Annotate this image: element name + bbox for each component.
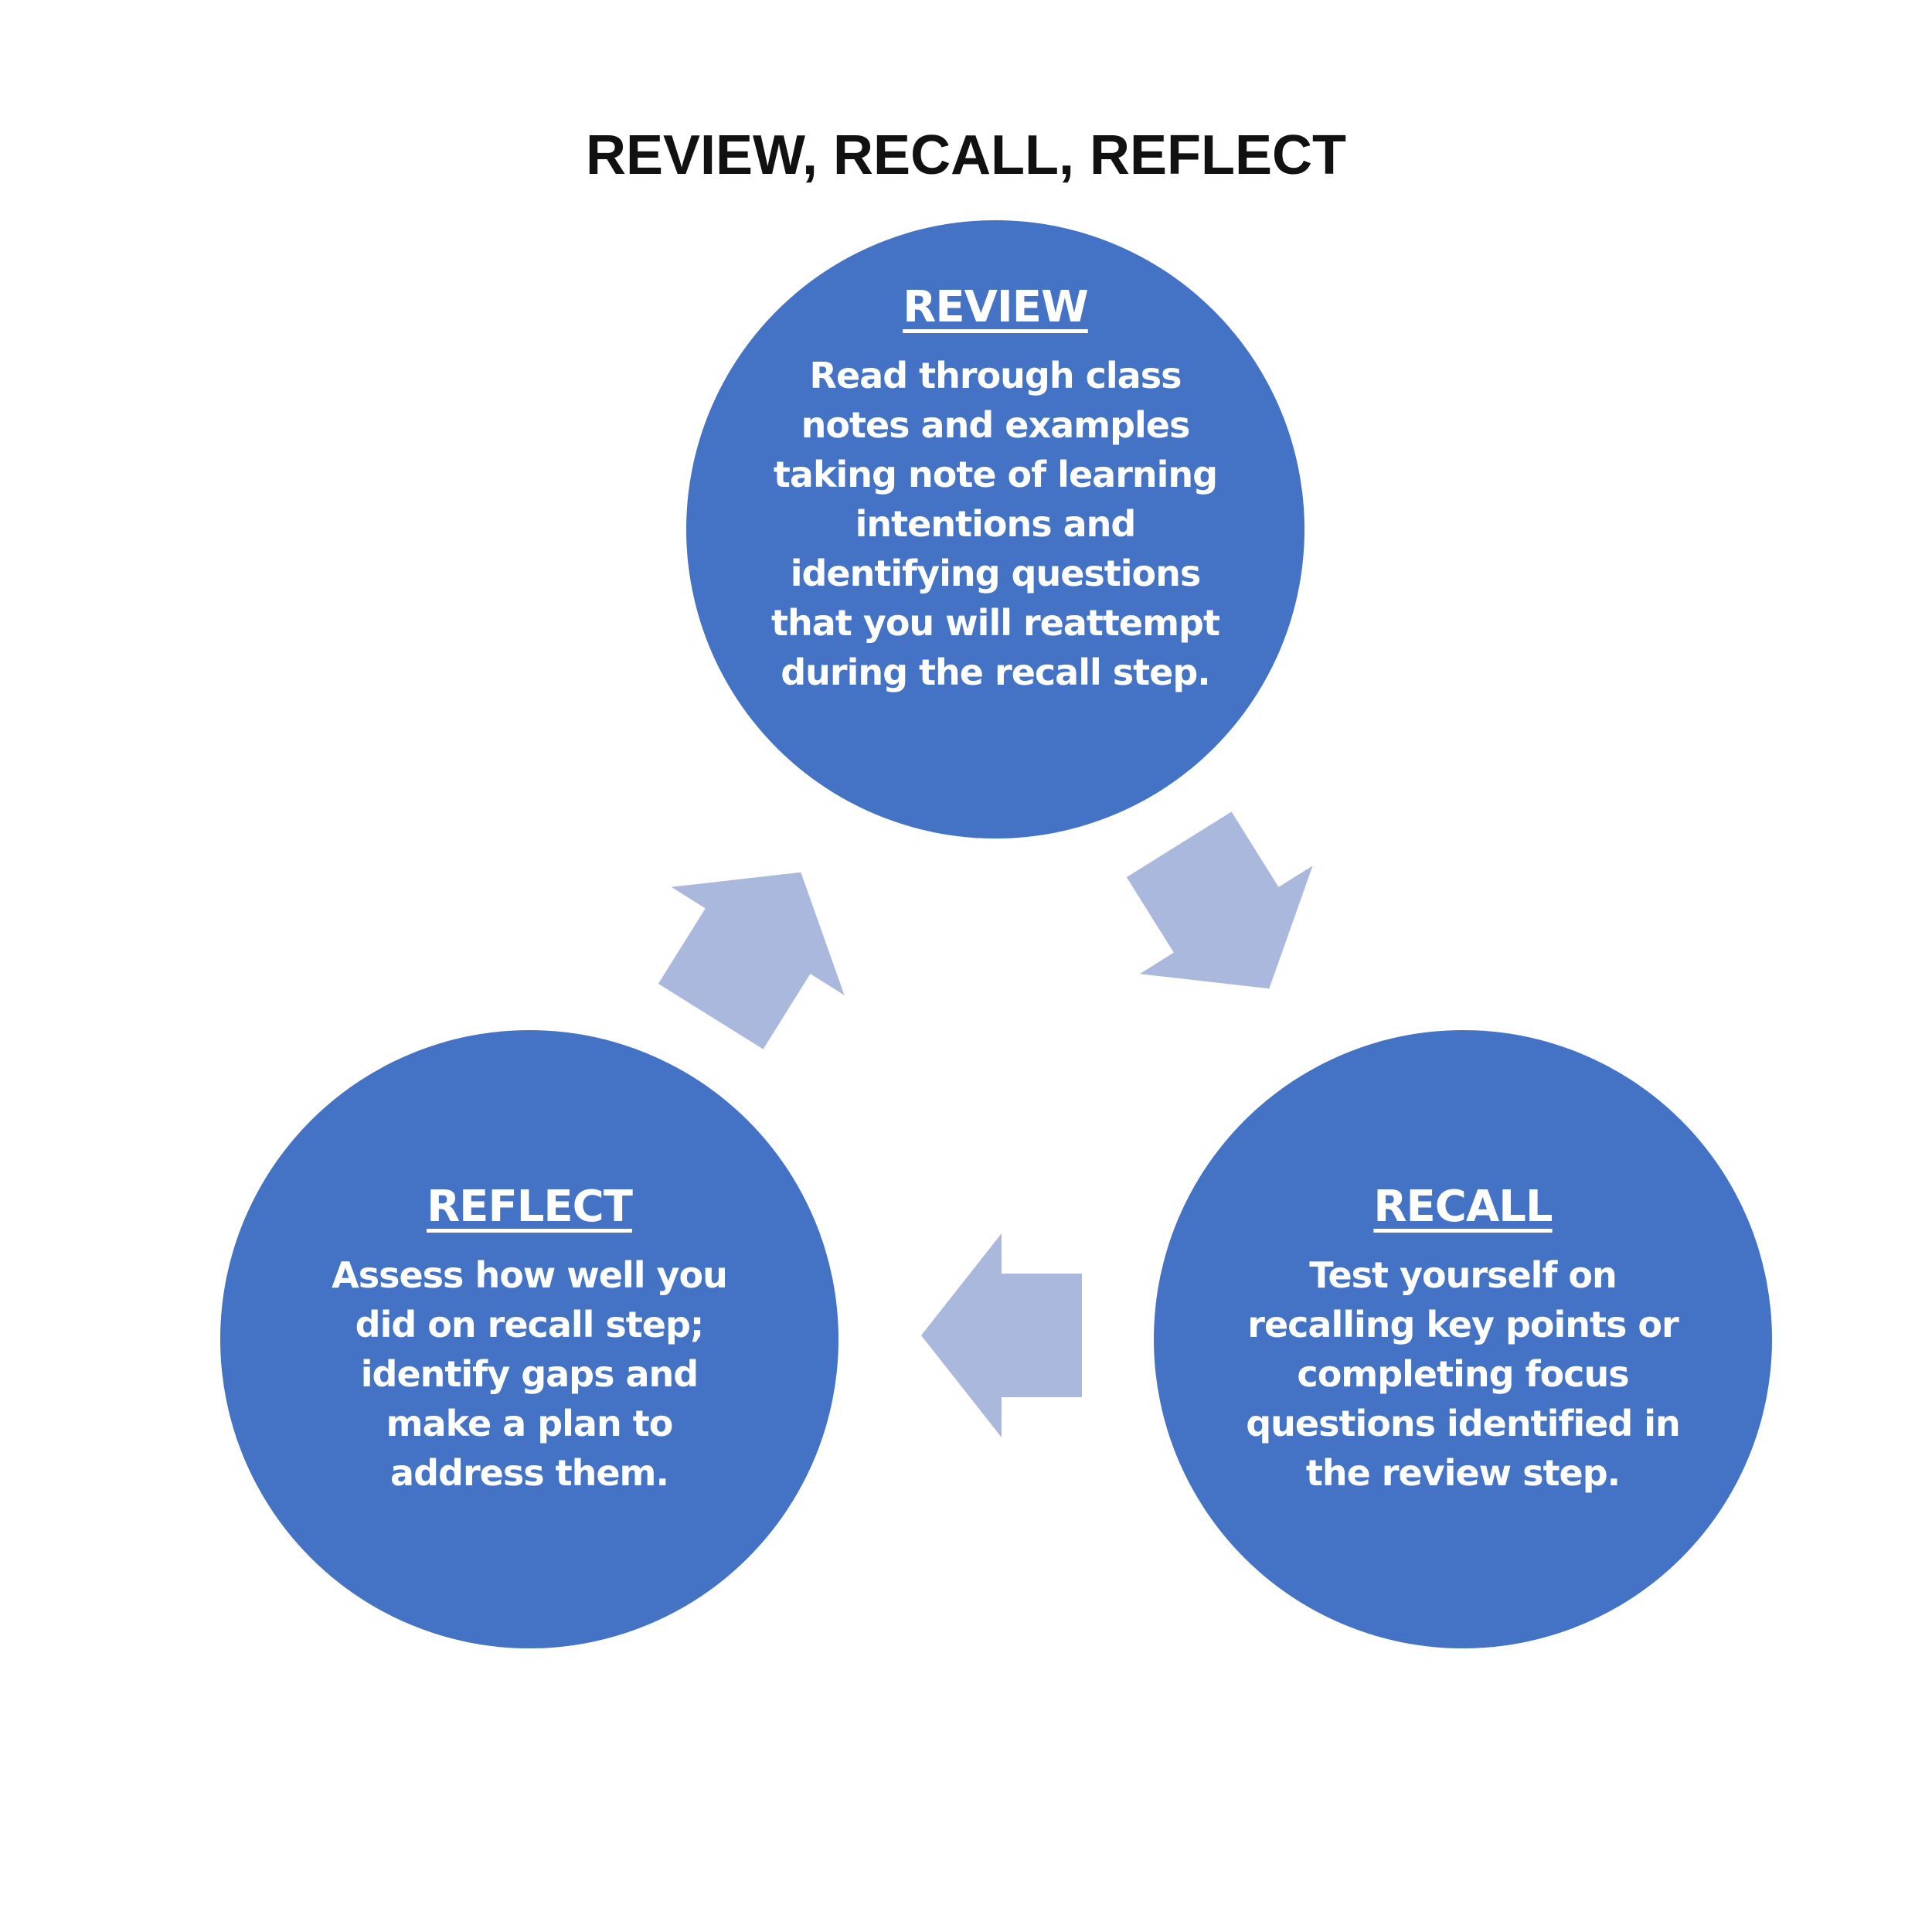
diagram-title: REVIEW, RECALL, REFLECT bbox=[585, 124, 1347, 186]
arrow-recall-to-reflect bbox=[921, 1233, 1082, 1437]
recall-heading: RECALL bbox=[1373, 1181, 1553, 1232]
arrow-reflect-to-review bbox=[658, 872, 845, 1049]
review-step-circle: REVIEW Read through class notes and exam… bbox=[686, 220, 1304, 838]
review-heading: REVIEW bbox=[903, 282, 1089, 332]
recall-description: Test yourself on recalling key points or… bbox=[1246, 1253, 1681, 1494]
reflect-heading: REFLECT bbox=[427, 1181, 633, 1232]
review-description: Read through class notes and examples ta… bbox=[771, 355, 1220, 693]
reflect-description: Assess how well you did on recall step; … bbox=[332, 1253, 728, 1494]
arrow-review-to-recall bbox=[1126, 811, 1313, 989]
recall-step-circle: RECALL Test yourself on recalling key po… bbox=[1154, 1030, 1772, 1648]
reflect-step-circle: REFLECT Assess how well you did on recal… bbox=[220, 1030, 838, 1648]
